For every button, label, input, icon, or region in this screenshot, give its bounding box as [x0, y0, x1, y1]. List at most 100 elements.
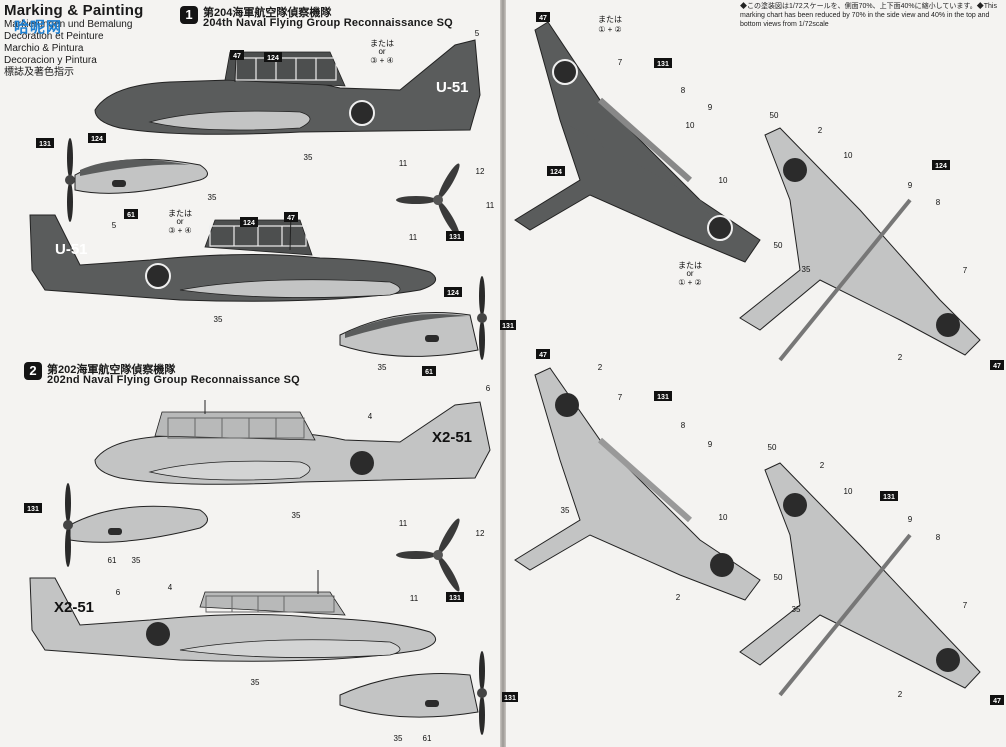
callout-124-e: 124 [550, 169, 562, 176]
callout-8-d: 8 [936, 533, 941, 542]
callout-61-d: 61 [423, 734, 432, 743]
aircraft-side-view-1a: U-51 [94, 39, 481, 135]
callout-47-b: 47 [287, 215, 295, 222]
callout-35-h: 35 [394, 734, 403, 743]
callout-47-f: 47 [993, 698, 1001, 705]
callout-9: 9 [708, 103, 713, 112]
callout-35-e: 35 [292, 511, 301, 520]
callout-35: 35 [304, 153, 313, 162]
callout-131-b: 131 [449, 234, 461, 241]
callout-47: 47 [233, 53, 241, 60]
callout-11-b: 11 [486, 201, 495, 210]
callout-35-c: 35 [214, 315, 223, 324]
callout-4: 4 [368, 412, 373, 421]
watermark-logo: 哈呢网 [14, 19, 63, 36]
callout-7: 7 [618, 58, 623, 67]
callout-61-b: 61 [425, 369, 433, 376]
callout-11-d: 11 [399, 519, 408, 528]
callout-6-b: 6 [116, 588, 121, 597]
aircraft-top-view-1 [514, 21, 761, 263]
callout-50-b: 50 [770, 111, 779, 120]
callout-5: 5 [475, 29, 480, 38]
prop-detail-2 [392, 499, 493, 596]
callout-47-c: 47 [539, 15, 547, 22]
prop-detail-1 [392, 144, 493, 241]
aircraft-side-view-1b: U-51 [29, 211, 437, 302]
section-1-title-jp: 第204海軍航空隊偵察機隊 [203, 7, 332, 19]
nacelle-view-1 [65, 138, 208, 222]
callout-124: 124 [267, 55, 279, 62]
callout-12: 12 [476, 167, 485, 176]
header-block: Marking & Painting Markierungen und Bema… [4, 2, 154, 79]
callout-131-g: 131 [657, 61, 669, 68]
callout-47-d: 47 [539, 352, 547, 359]
aircraft-top-view-2 [514, 367, 761, 601]
aircraft-code-2b: X2-51 [54, 599, 94, 616]
callout-9-c: 9 [708, 440, 713, 449]
alt-formula-3: ① + ② [598, 25, 621, 34]
alt-notes: または or ③ + ④ または or ③ + ④ または ① + ② または … [168, 15, 702, 287]
lang-zh: 標誌及著色指示 [4, 67, 74, 78]
callout-8-c: 8 [681, 421, 686, 430]
page-gutter [500, 0, 506, 747]
section-1-title-en: 204th Naval Flying Group Reconnaissance … [203, 17, 453, 29]
callout-8-b: 8 [936, 198, 941, 207]
callout-35-k: 35 [792, 605, 801, 614]
nacelle-view-2 [63, 483, 208, 567]
callout-6: 6 [486, 384, 491, 393]
alt-or-1: or [378, 47, 385, 56]
callout-12-b: 12 [476, 529, 485, 538]
section-badge-2: 2 [24, 362, 42, 380]
callout-7-c: 7 [618, 393, 623, 402]
callout-11: 11 [399, 159, 408, 168]
callout-47-e: 47 [993, 363, 1001, 370]
callout-124-b: 124 [91, 136, 103, 143]
callout-2-e: 2 [820, 461, 825, 470]
callout-8: 8 [681, 86, 686, 95]
callout-131-c: 131 [502, 323, 514, 330]
callout-10-d: 10 [719, 513, 728, 522]
callout-131: 131 [39, 141, 51, 148]
callout-124-f: 124 [935, 163, 947, 170]
callout-9-d: 9 [908, 515, 913, 524]
section-2-title-en: 202nd Naval Flying Group Reconnaissance … [47, 374, 300, 386]
lang-fr: Decoration et Peinture [4, 31, 104, 42]
callout-35-g: 35 [251, 678, 260, 687]
callout-35-i: 35 [802, 265, 811, 274]
nacelle-view-2b [339, 651, 487, 735]
callout-35-f: 35 [132, 556, 141, 565]
callout-35-d: 35 [378, 363, 387, 372]
alt-formula-2: ③ + ④ [168, 226, 191, 235]
callout-50-c: 50 [774, 573, 783, 582]
callout-50-d: 50 [768, 443, 777, 452]
alt-matawa-3: または [598, 15, 622, 24]
callout-124-d: 124 [447, 290, 459, 297]
alt-formula-4: ① + ② [678, 278, 701, 287]
callout-9-b: 9 [908, 181, 913, 190]
callout-61: 61 [127, 212, 135, 219]
callout-10-b: 10 [719, 176, 728, 185]
callout-7-d: 7 [963, 601, 968, 610]
alt-or-4: or [686, 269, 693, 278]
callout-2-c: 2 [598, 363, 603, 372]
aircraft-code-1b: U-51 [55, 241, 88, 258]
callout-50: 50 [774, 241, 783, 250]
callout-35-b: 35 [208, 193, 217, 202]
callout-124-c: 124 [243, 220, 255, 227]
callout-2: 2 [818, 126, 823, 135]
callout-10: 10 [686, 121, 695, 130]
lang-de: Markierungen und Bemalung [4, 19, 133, 30]
aircraft-side-view-2b: X2-51 [29, 570, 437, 662]
aircraft-bottom-view-2 [739, 462, 981, 697]
aircraft-bottom-view-1 [739, 127, 981, 362]
callout-11-e: 11 [410, 594, 419, 603]
callout-5-b: 5 [112, 221, 117, 230]
callout-131-e: 131 [449, 595, 461, 602]
callout-10-c: 10 [844, 151, 853, 160]
alt-formula-1: ③ + ④ [370, 56, 393, 65]
lang-it: Marchio & Pintura [4, 43, 84, 54]
alt-matawa-4: または [678, 261, 702, 270]
aircraft-code-2a: X2-51 [432, 429, 472, 446]
callout-10-e: 10 [844, 487, 853, 496]
